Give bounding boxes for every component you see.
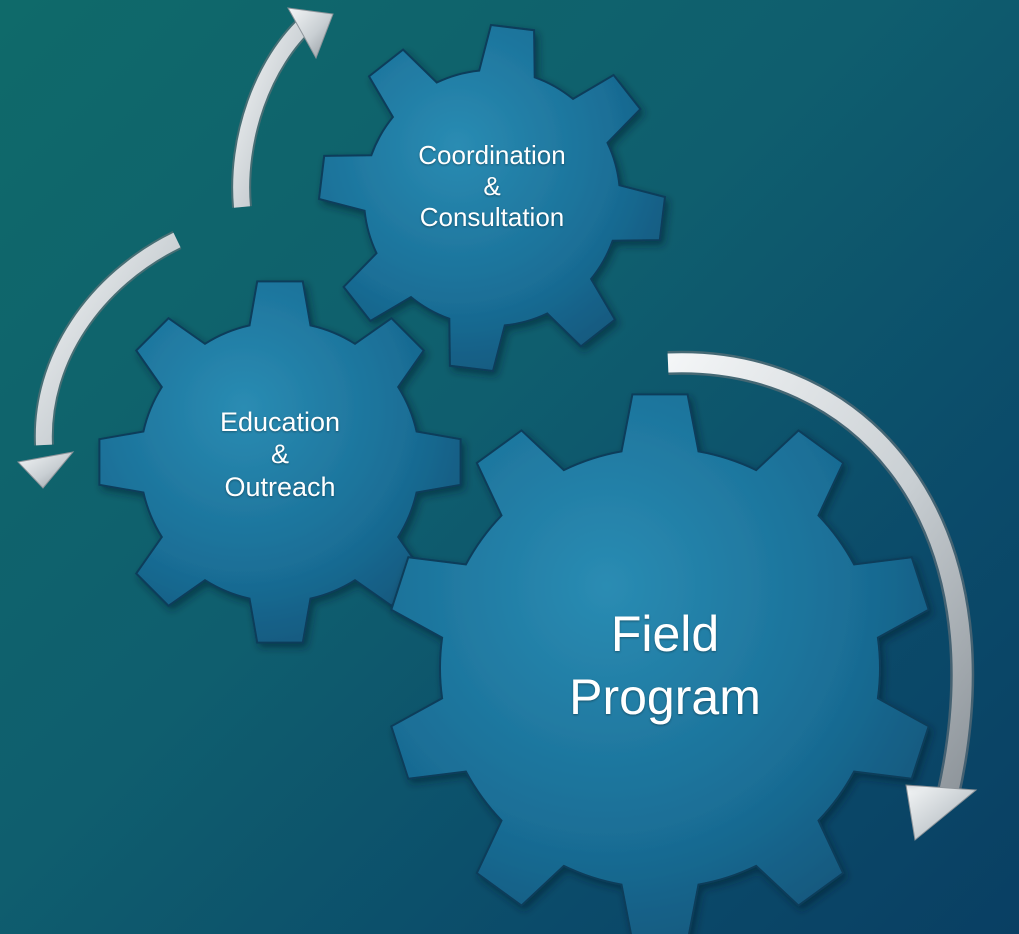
field-line-2: Program — [569, 668, 761, 725]
education-line-2: & — [270, 439, 289, 470]
gear-field-program — [390, 393, 930, 934]
field-line-1: Field — [610, 606, 720, 662]
gear-coordination-consultation — [317, 23, 667, 373]
education-line-3: Outreach — [224, 471, 336, 502]
coordination-line-2: & — [483, 171, 501, 202]
coordination-line-1: Coordination — [418, 140, 566, 170]
arrow-top — [231, 7, 334, 208]
arrow-left — [16, 231, 182, 489]
field-program-label: Field Program — [505, 603, 825, 728]
coordination-line-3: Consultation — [419, 202, 565, 233]
gear-education-outreach — [98, 280, 462, 644]
coordination-consultation-label: Coordination & Consultation — [387, 140, 597, 234]
education-outreach-label: Education & Outreach — [175, 406, 385, 503]
arrow-right — [667, 350, 978, 841]
education-line-1: Education — [219, 407, 341, 437]
